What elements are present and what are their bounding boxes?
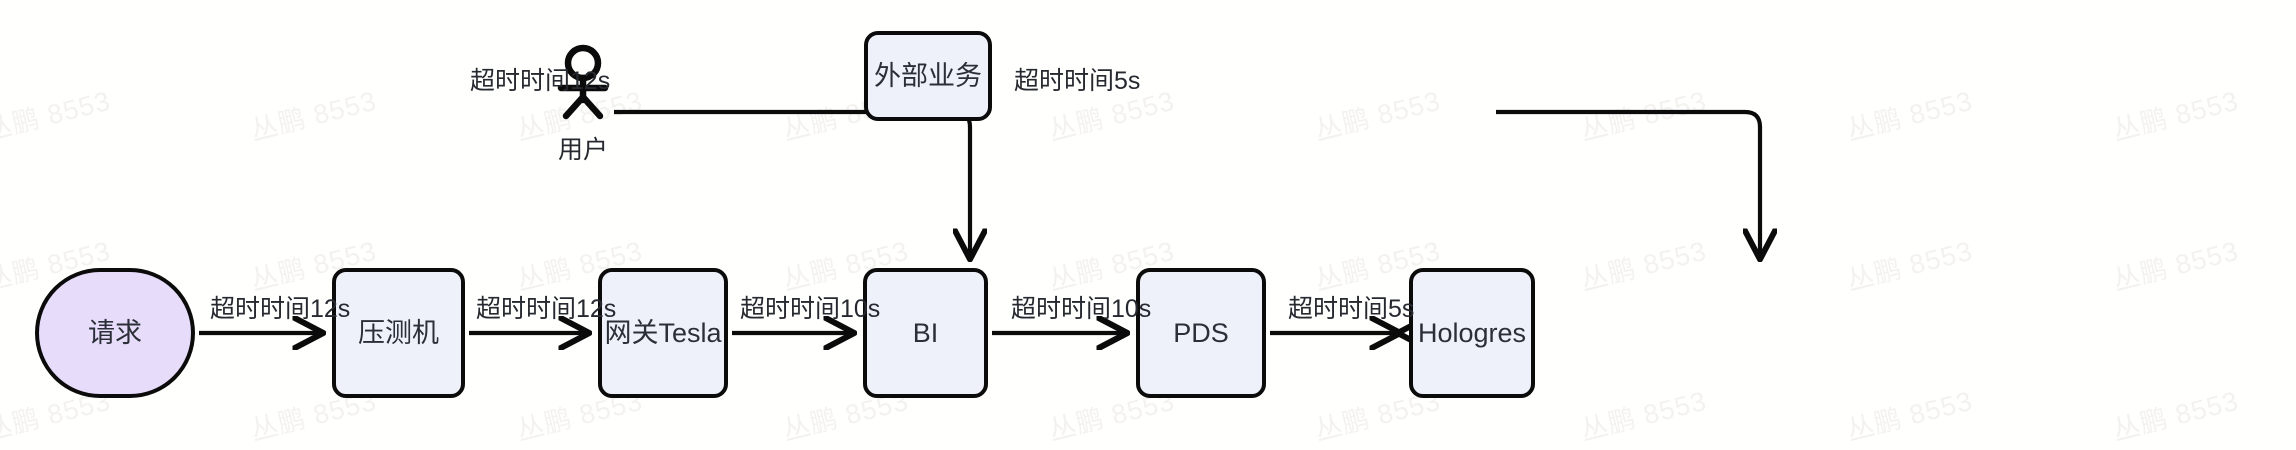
node-external-business[interactable]: 外部业务	[864, 31, 992, 121]
node-pds[interactable]: PDS	[1136, 268, 1266, 398]
edge-label-bi-to-pds: 超时时间10s	[1011, 295, 1152, 323]
edge-label-user-to-gateway: 超时时间12s	[470, 67, 611, 95]
edge-label-request-to-pressure: 超时时间12s	[210, 295, 351, 323]
node-pressure-machine[interactable]: 压测机	[332, 268, 465, 398]
node-bi[interactable]: BI	[863, 268, 988, 398]
edge-label-pressure-to-gateway: 超时时间12s	[476, 295, 617, 323]
node-gateway-tesla[interactable]: 网关Tesla	[598, 268, 728, 398]
user-actor-label: 用户	[558, 136, 609, 164]
node-bi-label: BI	[912, 317, 939, 348]
node-request-label: 请求	[88, 317, 142, 348]
node-hologres[interactable]: Hologres	[1409, 268, 1535, 398]
node-hologres-label: Hologres	[1417, 317, 1527, 348]
edge-user-to-gateway	[614, 109, 970, 258]
node-request[interactable]: 请求	[35, 268, 195, 398]
node-gateway-tesla-label: 网关Tesla	[604, 317, 722, 348]
edge-label-pds-to-hologres: 超时时间5s	[1288, 295, 1415, 323]
edge-label-gateway-to-bi: 超时时间10s	[740, 295, 881, 323]
edge-label-external-to-pds: 超时时间5s	[1014, 67, 1141, 95]
node-external-business-label: 外部业务	[874, 60, 982, 91]
node-pds-label: PDS	[1173, 317, 1229, 348]
edge-external-to-pds	[1496, 109, 1760, 258]
node-pressure-machine-label: 压测机	[358, 317, 439, 348]
user-actor-icon	[557, 44, 609, 120]
